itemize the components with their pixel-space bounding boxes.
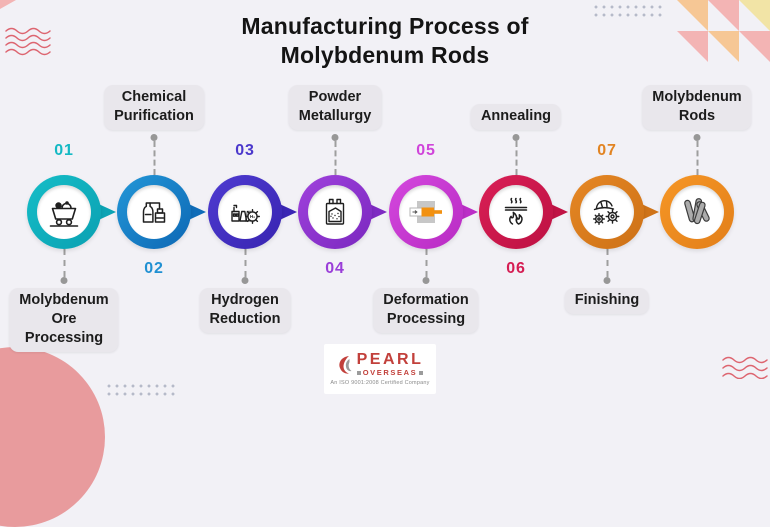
chemical-plant-icon	[117, 175, 191, 249]
molybdenum-rods-icon	[660, 175, 734, 249]
step-circle	[570, 175, 644, 249]
squiggle-lines-icon	[5, 27, 51, 56]
step-number: 06	[506, 260, 526, 277]
logo-square	[356, 370, 361, 375]
step-circle	[27, 175, 101, 249]
step-number: 07	[597, 142, 617, 159]
annealing-flame-icon	[479, 175, 553, 249]
brand-name: PEARL	[356, 351, 424, 368]
company-logo: PEARL OVERSEAS An ISO 9001:2008 Certifie…	[324, 344, 436, 394]
step-label: Chemical Purification	[104, 85, 204, 130]
helmet-gears-icon	[570, 175, 644, 249]
step-circle	[660, 175, 734, 249]
step-circle	[479, 175, 553, 249]
step-number: 01	[54, 142, 74, 159]
step-label: Molybdenum Rods	[642, 85, 752, 130]
brand-subname: OVERSEAS	[362, 368, 418, 377]
step-label: Molybdenum Ore Processing	[9, 288, 119, 352]
step-number: 05	[416, 142, 436, 159]
connector-line	[603, 249, 611, 284]
hydrogen-plant-icon: H₂	[208, 175, 282, 249]
logo-tagline: An ISO 9001:2008 Certified Company	[330, 380, 430, 386]
process-step-3: 03 H₂ Hydrogen Reduction	[199, 0, 297, 400]
pearl-swirl-icon	[339, 355, 352, 374]
title-line-1: Manufacturing Process of	[241, 13, 529, 39]
triangle-pattern	[677, 0, 770, 62]
connector-line	[331, 134, 339, 175]
process-step-4: Powder Metallurgy 04	[288, 0, 387, 400]
step-circle	[389, 175, 463, 249]
step-label: Deformation Processing	[373, 288, 479, 333]
page-title: Manufacturing Process of Molybdenum Rods	[0, 12, 770, 69]
process-step-8: Molybdenum Rods	[642, 0, 752, 400]
dot-grid	[592, 3, 663, 19]
sintering-furnace-icon	[298, 175, 372, 249]
process-step-1: 01 Molybdenum Ore Processing	[9, 0, 119, 400]
step-label: Powder Metallurgy	[288, 85, 382, 130]
extrusion-die-icon	[389, 175, 463, 249]
process-step-5: 05 Deformation Processing	[373, 0, 479, 400]
step-number: 03	[235, 142, 255, 159]
title-line-2: Molybdenum Rods	[280, 41, 490, 68]
step-label: Annealing	[470, 104, 562, 130]
dot-grid	[105, 382, 176, 398]
connector-line	[241, 249, 249, 284]
connector-line	[422, 249, 430, 284]
step-circle: H₂	[208, 175, 282, 249]
svg-text:H₂: H₂	[250, 214, 255, 219]
step-label: Finishing	[564, 288, 650, 314]
step-label: Hydrogen Reduction	[199, 288, 291, 333]
connector-line	[693, 134, 701, 175]
step-number: 02	[144, 260, 164, 277]
step-circle	[298, 175, 372, 249]
step-number: 04	[325, 260, 345, 277]
process-step-7: 07 Finishing	[562, 0, 659, 400]
logo-square	[419, 370, 424, 375]
corner-triangle	[0, 0, 16, 9]
step-circle	[117, 175, 191, 249]
connector-line	[150, 134, 158, 175]
process-step-2: Chemical Purification 02	[104, 0, 206, 400]
mine-cart-icon	[27, 175, 101, 249]
process-step-6: Annealing 06	[470, 0, 568, 400]
squiggle-lines-icon	[722, 356, 768, 379]
connector-line	[512, 134, 520, 175]
connector-line	[60, 249, 68, 284]
